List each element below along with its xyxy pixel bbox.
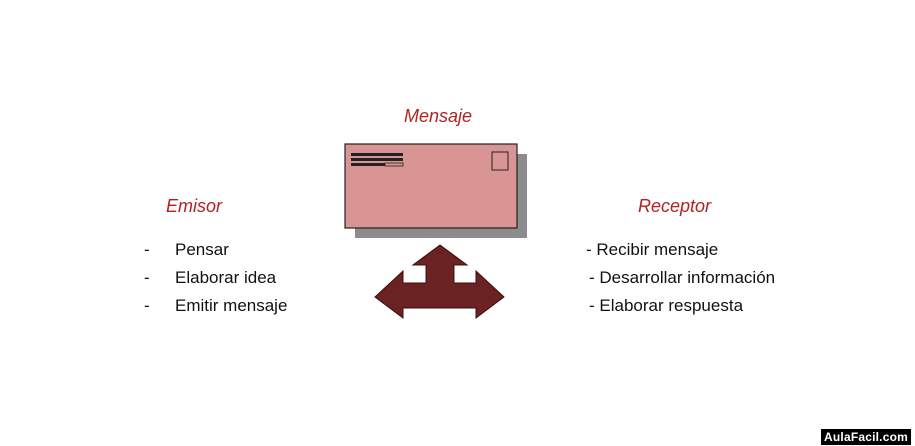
message-label: Mensaje bbox=[404, 106, 473, 126]
receiver-title: Receptor bbox=[638, 196, 712, 216]
receiver-item: - Elaborar respuesta bbox=[589, 296, 744, 315]
three-way-arrow-icon bbox=[374, 244, 505, 319]
list-bullet: - bbox=[144, 240, 150, 259]
receiver-item: - Desarrollar información bbox=[589, 268, 776, 287]
watermark-logo: AulaFacil.com bbox=[821, 429, 911, 445]
sender-title: Emisor bbox=[166, 196, 223, 216]
sender-item: Emitir mensaje bbox=[175, 296, 288, 315]
sender-item: Pensar bbox=[175, 240, 229, 259]
sender-item: Elaborar idea bbox=[175, 268, 277, 287]
envelope-icon bbox=[344, 143, 527, 238]
list-bullet: - bbox=[144, 296, 150, 315]
list-bullet: - bbox=[144, 268, 150, 287]
receiver-item: - Recibir mensaje bbox=[586, 240, 719, 259]
